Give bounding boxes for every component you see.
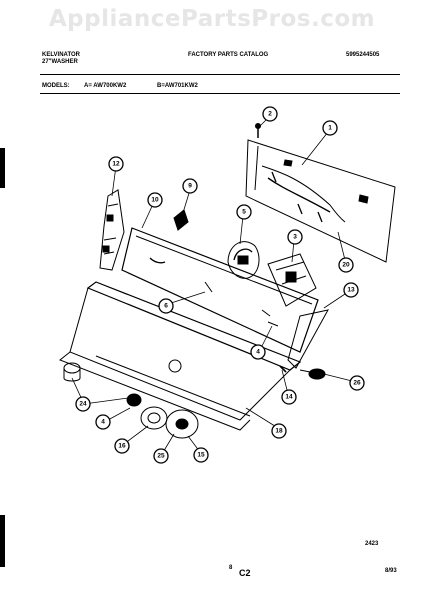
- clip-part: [173, 209, 189, 231]
- callout-24: 24: [75, 396, 91, 412]
- callout-13: 13: [343, 282, 359, 298]
- side-bracket-part: [287, 309, 329, 369]
- knob-small-part: [126, 393, 142, 407]
- header-rule-bottom: [40, 93, 400, 94]
- svg-text:26: 26: [353, 380, 361, 387]
- callout-3: 3: [287, 229, 303, 245]
- svg-text:3: 3: [293, 234, 297, 241]
- watermark: AppliancePartsPros.com: [48, 6, 376, 32]
- revision-date: 8/93: [385, 568, 397, 574]
- callout-4-lower: 4: [95, 414, 111, 430]
- svg-text:14: 14: [285, 394, 293, 401]
- section-code: C2: [239, 568, 251, 578]
- callout-14: 14: [281, 389, 297, 405]
- back-panel-part: [245, 139, 396, 263]
- product-name: 27"WASHER: [42, 59, 78, 65]
- callout-10: 10: [147, 192, 163, 208]
- control-panel-part: [121, 227, 319, 353]
- bracket-part: [99, 189, 125, 271]
- callout-4-upper: 4: [250, 344, 266, 360]
- spring-part: [279, 365, 287, 373]
- callout-5: 5: [236, 204, 252, 220]
- callout-12: 12: [108, 156, 124, 172]
- timer-knob-part: [227, 241, 260, 279]
- brand-name: KELVINATOR: [42, 52, 81, 58]
- svg-text:6: 6: [164, 303, 168, 310]
- binding-mark-lower: [0, 515, 5, 567]
- svg-text:10: 10: [151, 197, 159, 204]
- svg-text:18: 18: [275, 428, 283, 435]
- svg-text:24: 24: [79, 401, 87, 408]
- catalog-number: 5995244505: [346, 52, 380, 58]
- knob-dial-part: [165, 409, 199, 439]
- console-base-part: [59, 281, 302, 431]
- callout-18: 18: [271, 423, 287, 439]
- drawing-number: 2423: [365, 541, 379, 547]
- knob-part: [63, 362, 81, 382]
- switch-part: [267, 253, 317, 307]
- screw-part: [255, 123, 261, 138]
- callout-9: 9: [182, 178, 198, 194]
- svg-text:4: 4: [256, 349, 260, 356]
- binding-mark-upper: [0, 148, 5, 188]
- svg-text:4: 4: [101, 419, 105, 426]
- svg-text:13: 13: [347, 287, 355, 294]
- model-b: B=AW701KW2: [157, 83, 198, 89]
- callout-20: 20: [338, 257, 354, 273]
- page-number: 8: [229, 565, 233, 571]
- svg-text:5: 5: [242, 209, 246, 216]
- svg-text:9: 9: [188, 183, 192, 190]
- svg-text:20: 20: [342, 262, 350, 269]
- catalog-title: FACTORY PARTS CATALOG: [188, 52, 269, 58]
- models-label: MODELS:: [42, 83, 70, 89]
- svg-text:2: 2: [268, 111, 272, 118]
- callout-25: 25: [153, 448, 169, 464]
- svg-text:15: 15: [197, 452, 205, 459]
- svg-text:1: 1: [328, 125, 332, 132]
- callout-2: 2: [262, 106, 278, 122]
- model-a: A= AW700KW2: [84, 83, 127, 89]
- svg-text:25: 25: [157, 453, 165, 460]
- callout-1: 1: [322, 120, 338, 136]
- header-rule-top: [40, 74, 400, 75]
- callout-6: 6: [158, 298, 174, 314]
- callout-26: 26: [349, 375, 365, 391]
- callout-16: 16: [114, 438, 130, 454]
- cap-part: [299, 368, 326, 380]
- callout-15: 15: [193, 447, 209, 463]
- svg-text:12: 12: [112, 161, 120, 168]
- svg-text:16: 16: [118, 443, 126, 450]
